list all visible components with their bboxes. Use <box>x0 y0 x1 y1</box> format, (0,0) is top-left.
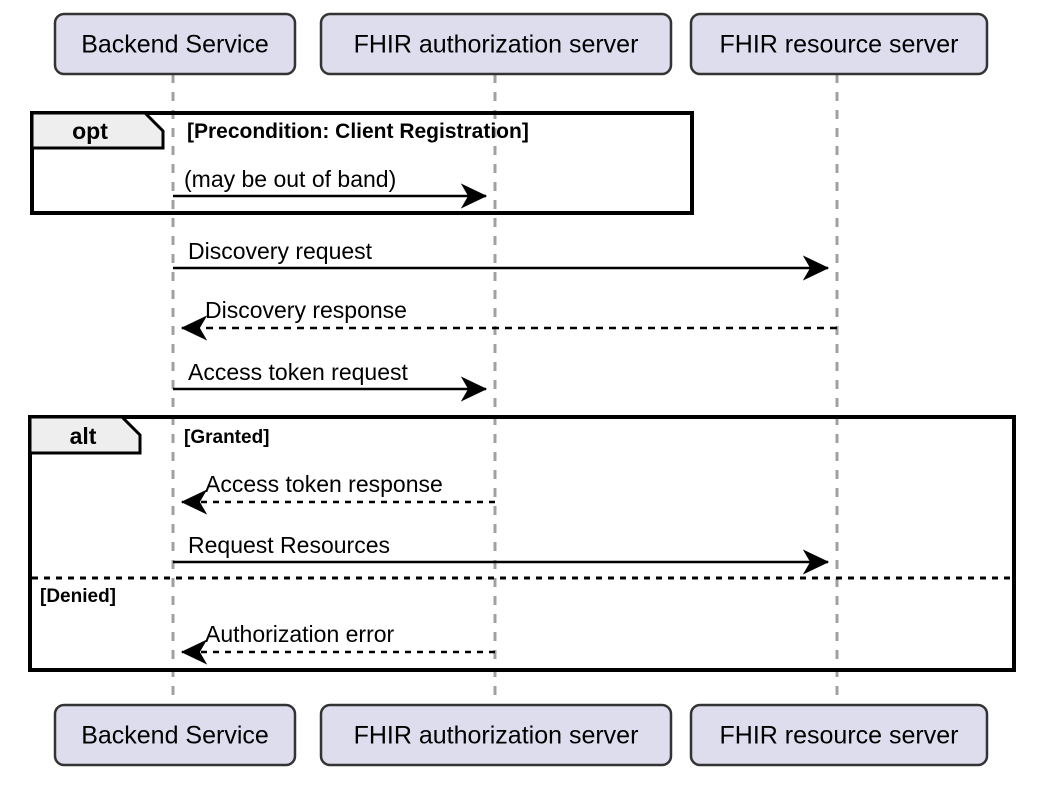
alt-fragment-guard-denied-label: [Denied] <box>40 586 116 607</box>
opt-fragment-operator-label: opt <box>72 118 108 144</box>
msg-discovery-response-label: Discovery response <box>205 297 407 323</box>
participant-backend-footer-label: Backend Service <box>81 722 269 750</box>
participant-authz-header-box[interactable] <box>319 12 673 76</box>
participant-authz-header[interactable]: FHIR authorization server <box>319 12 673 76</box>
opt-fragment-border <box>30 111 694 215</box>
participant-header-group: Backend Service FHIR authorization serve… <box>53 12 989 76</box>
msg-access-token-request-label: Access token request <box>188 359 409 385</box>
participant-resource-footer-label: FHIR resource server <box>720 722 959 750</box>
msg-out-of-band-label: (may be out of band) <box>184 166 396 192</box>
participant-authz-footer-box[interactable] <box>319 703 673 767</box>
msg-discovery-request-label: Discovery request <box>188 238 373 264</box>
msg-discovery-response[interactable]: Discovery response <box>180 297 837 341</box>
msg-discovery-request[interactable]: Discovery request <box>173 238 830 281</box>
participant-authz-footer[interactable]: FHIR authorization server <box>319 703 673 767</box>
opt-fragment[interactable]: opt [Precondition: Client Registration] … <box>30 111 694 215</box>
msg-authorization-error-label: Authorization error <box>205 621 395 647</box>
msg-access-token-response[interactable]: Access token response <box>180 471 495 515</box>
opt-fragment-guard-label: [Precondition: Client Registration] <box>187 120 529 143</box>
participant-resource-header-label: FHIR resource server <box>720 31 959 59</box>
msg-authorization-error[interactable]: Authorization error <box>180 621 495 665</box>
participant-backend-header-label: Backend Service <box>81 31 269 59</box>
participant-backend-header[interactable]: Backend Service <box>53 12 297 76</box>
msg-out-of-band[interactable]: (may be out of band) <box>173 166 488 209</box>
alt-fragment-guard-granted-label: [Granted] <box>184 427 270 448</box>
participant-resource-header[interactable]: FHIR resource server <box>689 12 989 76</box>
participant-authz-header-label: FHIR authorization server <box>354 31 639 59</box>
msg-access-token-request[interactable]: Access token request <box>173 359 488 402</box>
alt-fragment-label-box <box>28 415 142 455</box>
msg-access-token-response-label: Access token response <box>205 471 443 497</box>
msg-request-resources[interactable]: Request Resources <box>173 532 830 575</box>
participant-resource-footer-box[interactable] <box>689 703 989 767</box>
participant-resource-footer[interactable]: FHIR resource server <box>689 703 989 767</box>
participant-backend-footer-box[interactable] <box>53 703 297 767</box>
participant-footer-group: Backend Service FHIR authorization serve… <box>53 703 989 767</box>
opt-fragment-label-box <box>30 111 165 150</box>
alt-fragment-border <box>28 415 1016 672</box>
participant-backend-footer[interactable]: Backend Service <box>53 703 297 767</box>
msg-request-resources-label: Request Resources <box>188 532 390 558</box>
alt-fragment-operator-label: alt <box>70 423 97 449</box>
participant-resource-header-box[interactable] <box>689 12 989 76</box>
participant-authz-footer-label: FHIR authorization server <box>354 722 639 750</box>
participant-backend-header-box[interactable] <box>53 12 297 76</box>
alt-fragment[interactable]: alt [Granted] Access token response Requ… <box>28 415 1016 672</box>
